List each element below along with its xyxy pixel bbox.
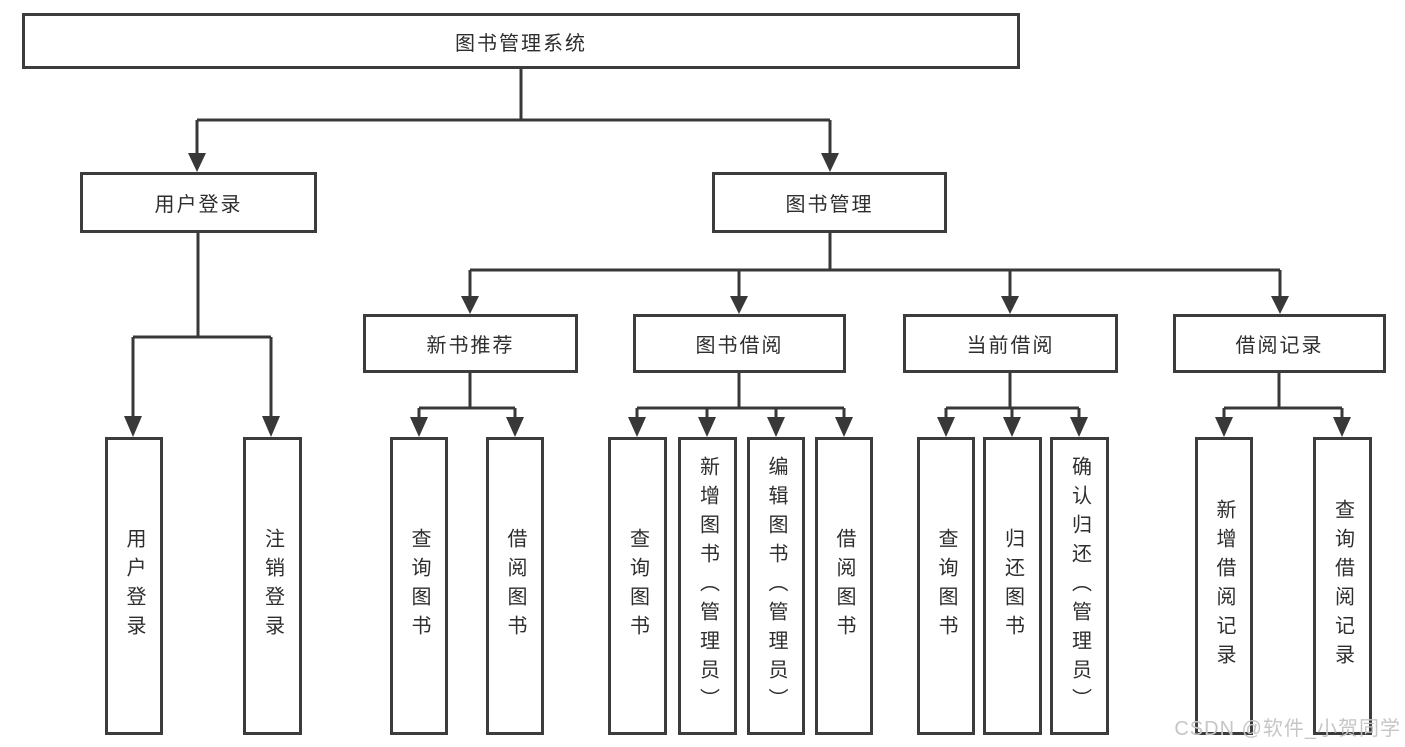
leaf-add-books-admin: 新增图书（管理员） bbox=[678, 437, 737, 735]
leaf-current-query-books: 查询图书 bbox=[917, 437, 975, 735]
leaf-borrow-query-books: 查询图书 bbox=[608, 437, 667, 735]
node-user-login: 用户登录 bbox=[80, 172, 317, 233]
leaf-user-login: 用户登录 bbox=[105, 437, 163, 735]
connector-new-book-recommend-to-leaves bbox=[410, 373, 524, 437]
node-current-borrow: 当前借阅 bbox=[903, 314, 1118, 373]
leaf-add-books-admin-label: 新增图书（管理员） bbox=[696, 455, 719, 717]
node-new-book-recommend-label: 新书推荐 bbox=[426, 335, 515, 357]
leaf-borrow-borrow-books-label: 借阅图书 bbox=[833, 528, 855, 644]
connector-root-to-level1 bbox=[188, 68, 839, 172]
leaf-query-borrow-record-label: 查询借阅记录 bbox=[1331, 499, 1354, 673]
leaf-logout-label: 注销登录 bbox=[261, 528, 284, 644]
leaf-add-borrow-record: 新增借阅记录 bbox=[1195, 437, 1253, 735]
leaf-logout: 注销登录 bbox=[243, 437, 302, 735]
node-book-management: 图书管理 bbox=[712, 172, 947, 233]
leaf-recommend-borrow-books-label: 借阅图书 bbox=[504, 528, 526, 644]
leaf-current-query-books-label: 查询图书 bbox=[935, 528, 957, 644]
leaf-borrow-query-books-label: 查询图书 bbox=[626, 528, 649, 644]
node-borrow-records-label: 借阅记录 bbox=[1235, 335, 1324, 357]
node-user-login-label: 用户登录 bbox=[154, 194, 243, 216]
leaf-recommend-query-books: 查询图书 bbox=[390, 437, 448, 735]
connector-borrow-records-to-leaves bbox=[1215, 373, 1351, 437]
node-book-management-label: 图书管理 bbox=[785, 194, 874, 216]
leaf-borrow-borrow-books: 借阅图书 bbox=[815, 437, 873, 735]
leaf-edit-books-admin-label: 编辑图书（管理员） bbox=[765, 455, 787, 717]
leaf-return-books: 归还图书 bbox=[983, 437, 1042, 735]
node-book-borrow: 图书借阅 bbox=[633, 314, 846, 373]
node-current-borrow-label: 当前借阅 bbox=[966, 335, 1055, 357]
csdn-watermark: CSDN @软件_小贺同学 bbox=[1174, 718, 1401, 740]
connector-book-borrow-to-leaves bbox=[628, 373, 853, 437]
leaf-recommend-borrow-books: 借阅图书 bbox=[486, 437, 544, 735]
node-root-label: 图书管理系统 bbox=[455, 32, 587, 55]
node-new-book-recommend: 新书推荐 bbox=[363, 314, 578, 373]
leaf-query-borrow-record: 查询借阅记录 bbox=[1313, 437, 1372, 735]
connector-current-borrow-to-leaves bbox=[937, 373, 1088, 437]
connector-book-management-to-sections bbox=[461, 233, 1289, 314]
leaf-return-books-label: 归还图书 bbox=[1001, 528, 1024, 644]
leaf-confirm-return-admin-label: 确认归还（管理员） bbox=[1068, 455, 1091, 717]
leaf-user-login-label: 用户登录 bbox=[123, 528, 145, 644]
leaf-confirm-return-admin: 确认归还（管理员） bbox=[1050, 437, 1109, 735]
leaf-edit-books-admin: 编辑图书（管理员） bbox=[747, 437, 805, 735]
node-book-borrow-label: 图书借阅 bbox=[695, 335, 784, 357]
node-borrow-records: 借阅记录 bbox=[1173, 314, 1386, 373]
leaf-recommend-query-books-label: 查询图书 bbox=[408, 528, 430, 644]
node-root: 图书管理系统 bbox=[22, 13, 1020, 69]
connector-user-login-to-leaves bbox=[124, 233, 280, 437]
leaf-add-borrow-record-label: 新增借阅记录 bbox=[1213, 499, 1235, 673]
